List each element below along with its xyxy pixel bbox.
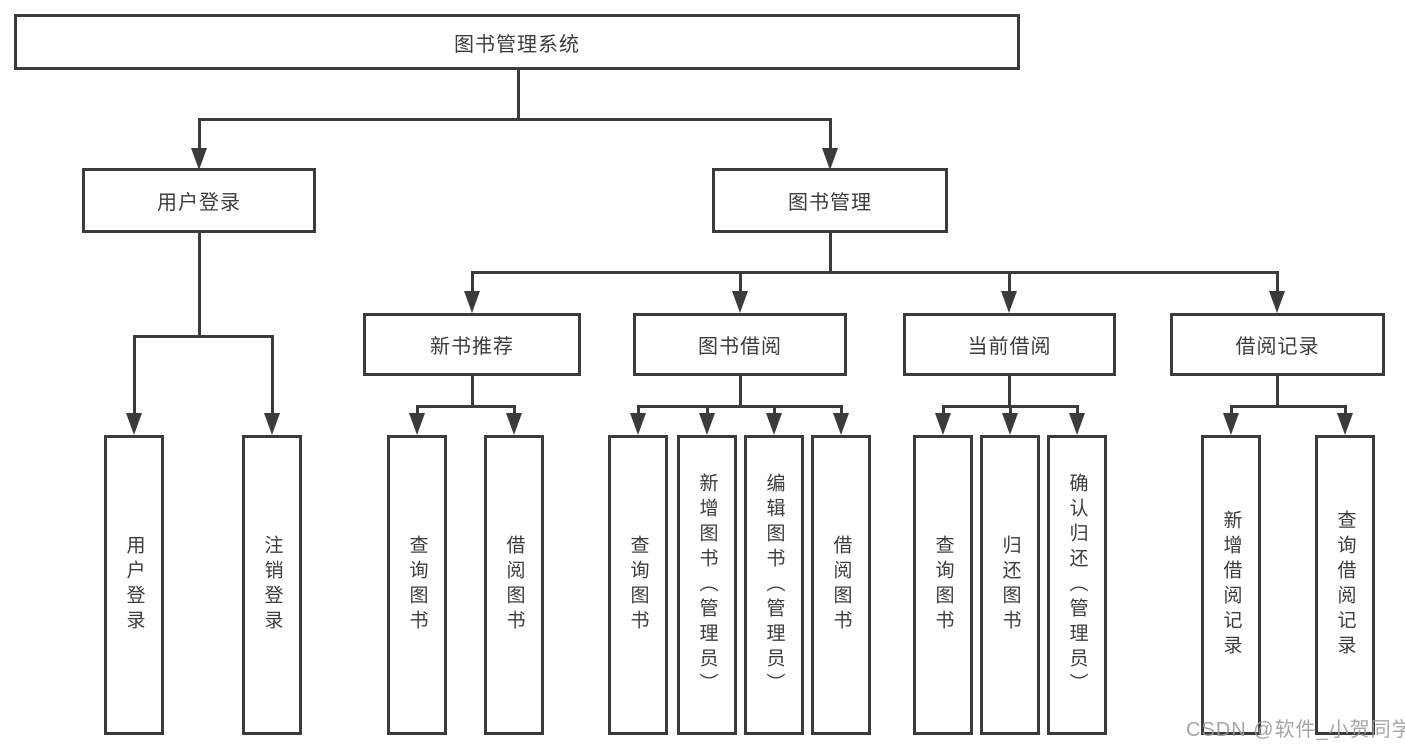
connector-drop-leaf bbox=[512, 405, 516, 415]
leaf-confirm-return-admin: 确认归还（管理员） bbox=[1047, 435, 1107, 735]
connector-user-login-bar bbox=[132, 335, 274, 338]
connector-drop-leaf bbox=[1008, 405, 1012, 415]
node-label: 借阅记录 bbox=[1235, 336, 1320, 358]
arrowhead-leaf bbox=[766, 413, 782, 435]
arrowhead-leaf-logout bbox=[264, 413, 280, 435]
arrowhead-leaf bbox=[409, 413, 425, 435]
node-label: 用户登录 bbox=[157, 192, 241, 214]
connector-root-stem bbox=[517, 70, 520, 121]
connector-book-borrow-bar bbox=[636, 405, 843, 408]
arrowhead-leaf bbox=[1223, 413, 1239, 435]
connector-drop-leaf bbox=[636, 405, 640, 415]
node-label: 确认归还（管理员） bbox=[1066, 472, 1088, 698]
node-label: 查询图书 bbox=[932, 535, 954, 635]
node-label: 查询图书 bbox=[406, 535, 428, 635]
watermark: CSDN @软件_小贺同学 bbox=[1186, 719, 1405, 741]
node-label: 图书借阅 bbox=[698, 336, 782, 358]
connector-drop-leaf bbox=[1343, 405, 1347, 415]
connector-borrow-records-stem bbox=[1275, 376, 1279, 407]
arrowhead-book-management bbox=[822, 148, 838, 170]
node-label: 当前借阅 bbox=[967, 336, 1052, 358]
node-user-login: 用户登录 bbox=[82, 168, 316, 233]
arrowhead-current-borrow bbox=[1001, 291, 1017, 313]
node-borrow-records: 借阅记录 bbox=[1170, 313, 1385, 376]
leaf-return-books: 归还图书 bbox=[980, 435, 1040, 735]
connector-drop-leaf bbox=[772, 405, 776, 415]
arrowhead-leaf bbox=[1069, 413, 1085, 435]
arrowhead-new-book bbox=[464, 291, 480, 313]
connector-drop-current-borrow bbox=[1007, 271, 1011, 293]
arrowhead-leaf-login bbox=[126, 413, 142, 435]
connector-user-login-stem bbox=[197, 233, 201, 337]
leaf-add-borrow-record: 新增借阅记录 bbox=[1201, 435, 1261, 735]
connector-drop-leaf bbox=[705, 405, 709, 415]
connector-book-management-stem bbox=[828, 233, 832, 274]
arrowhead-leaf bbox=[1337, 413, 1353, 435]
node-label: 编辑图书（管理员） bbox=[763, 472, 785, 698]
connector-drop-leaf bbox=[1229, 405, 1233, 415]
node-book-management: 图书管理 bbox=[712, 168, 948, 233]
node-label: 图书管理 bbox=[788, 192, 872, 214]
arrowhead-book-borrow bbox=[732, 291, 748, 313]
arrowhead-leaf bbox=[935, 413, 951, 435]
connector-drop-leaf-login bbox=[132, 335, 136, 415]
arrowhead-leaf bbox=[833, 413, 849, 435]
connector-drop-leaf-logout bbox=[270, 335, 274, 415]
connector-new-book-bar bbox=[415, 405, 516, 408]
node-label: 图书管理系统 bbox=[454, 33, 580, 56]
node-label: 借阅图书 bbox=[830, 535, 852, 635]
connector-level2-bar bbox=[197, 118, 832, 121]
connector-book-borrow-stem bbox=[738, 376, 742, 407]
connector-drop-borrow-records bbox=[1275, 271, 1279, 293]
connector-drop-leaf bbox=[1075, 405, 1079, 415]
node-book-borrow: 图书借阅 bbox=[633, 313, 847, 376]
leaf-query-borrow-record: 查询借阅记录 bbox=[1315, 435, 1375, 735]
connector-borrow-records-bar bbox=[1229, 405, 1347, 408]
node-new-book-recommend: 新书推荐 bbox=[363, 313, 581, 376]
arrowhead-leaf bbox=[699, 413, 715, 435]
leaf-user-login: 用户登录 bbox=[104, 435, 164, 735]
node-label: 注销登录 bbox=[261, 535, 283, 635]
connector-current-borrow-stem bbox=[1007, 376, 1011, 407]
arrowhead-leaf bbox=[1002, 413, 1018, 435]
leaf-query-books-borrow: 查询图书 bbox=[608, 435, 668, 735]
connector-drop-book-borrow bbox=[738, 271, 742, 293]
leaf-logout-login: 注销登录 bbox=[242, 435, 302, 735]
node-label: 新增图书（管理员） bbox=[696, 472, 718, 698]
connector-drop-user-login bbox=[197, 118, 201, 150]
node-label: 用户登录 bbox=[123, 535, 145, 635]
connector-drop-leaf bbox=[941, 405, 945, 415]
node-root: 图书管理系统 bbox=[14, 14, 1020, 70]
node-label: 借阅图书 bbox=[503, 535, 525, 635]
node-label: 查询借阅记录 bbox=[1334, 510, 1356, 660]
arrowhead-borrow-records bbox=[1269, 291, 1285, 313]
leaf-borrow-books-recommend: 借阅图书 bbox=[484, 435, 544, 735]
connector-level3-bar bbox=[470, 271, 1279, 274]
connector-drop-leaf bbox=[839, 405, 843, 415]
arrowhead-user-login bbox=[191, 148, 207, 170]
node-label: 归还图书 bbox=[999, 535, 1021, 635]
arrowhead-leaf bbox=[630, 413, 646, 435]
leaf-query-books-current: 查询图书 bbox=[913, 435, 973, 735]
leaf-query-books-recommend: 查询图书 bbox=[387, 435, 447, 735]
leaf-add-book-admin: 新增图书（管理员） bbox=[677, 435, 737, 735]
node-label: 查询图书 bbox=[627, 535, 649, 635]
leaf-edit-book-admin: 编辑图书（管理员） bbox=[744, 435, 804, 735]
connector-drop-new-book bbox=[470, 271, 474, 293]
arrowhead-leaf bbox=[506, 413, 522, 435]
node-label: 新书推荐 bbox=[430, 336, 514, 358]
node-current-borrow: 当前借阅 bbox=[903, 313, 1116, 376]
node-label: 新增借阅记录 bbox=[1220, 510, 1242, 660]
connector-drop-leaf bbox=[415, 405, 419, 415]
connector-new-book-stem bbox=[470, 376, 474, 407]
leaf-borrow-books-borrow: 借阅图书 bbox=[811, 435, 871, 735]
connector-drop-book-management bbox=[828, 118, 832, 150]
